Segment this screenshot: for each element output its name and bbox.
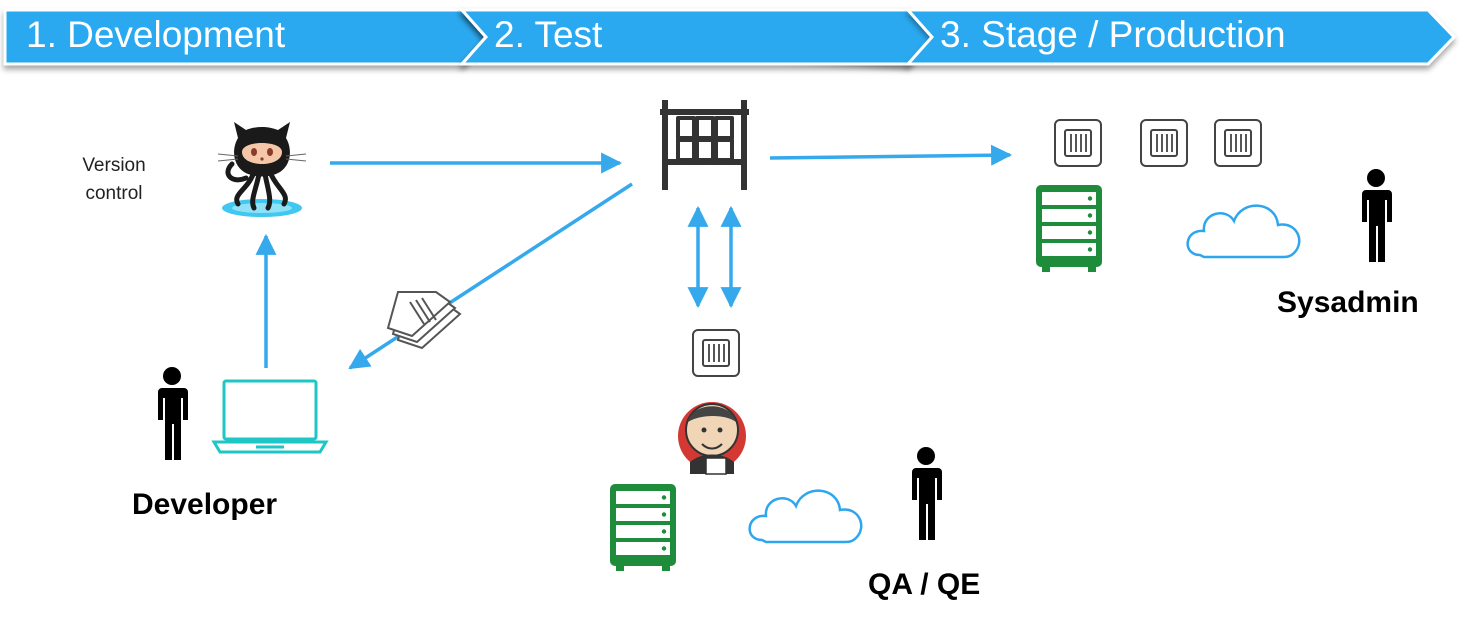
container-icon xyxy=(1054,119,1102,167)
arrow-registry-to-laptop xyxy=(348,182,633,370)
person-icon xyxy=(1362,169,1392,262)
flow-arrows xyxy=(255,144,1013,370)
container-icon xyxy=(1214,119,1262,167)
stage-3-label: 3. Stage / Production xyxy=(940,14,1286,55)
version-control-line-2: control xyxy=(85,183,143,204)
container-icon xyxy=(1140,119,1188,167)
developer-label: Developer xyxy=(132,488,278,521)
cloud-icon xyxy=(1186,204,1301,259)
stage-2-label: 2. Test xyxy=(494,14,603,55)
container-icon xyxy=(692,329,740,377)
stage-3-chevron xyxy=(904,8,1457,66)
jenkins-icon xyxy=(678,402,746,475)
server-icon xyxy=(1036,185,1102,272)
cloud-icon xyxy=(748,489,863,544)
arrow-registry-to-production xyxy=(769,144,1013,166)
registry-shelf-icon xyxy=(660,100,749,190)
version-control-line-1: Version xyxy=(82,155,146,176)
qa-label: QA / QE xyxy=(868,568,981,601)
version-control-label: Version control xyxy=(62,152,166,208)
person-icon xyxy=(158,367,188,460)
image-stack-icon xyxy=(386,291,462,350)
laptop-icon xyxy=(211,379,329,454)
octocat-icon xyxy=(217,122,307,217)
stage-banner xyxy=(3,8,1457,66)
stage-1-label: 1. Development xyxy=(26,14,286,55)
server-icon xyxy=(610,484,676,571)
person-icon xyxy=(912,447,942,540)
sysadmin-label: Sysadmin xyxy=(1277,286,1419,319)
